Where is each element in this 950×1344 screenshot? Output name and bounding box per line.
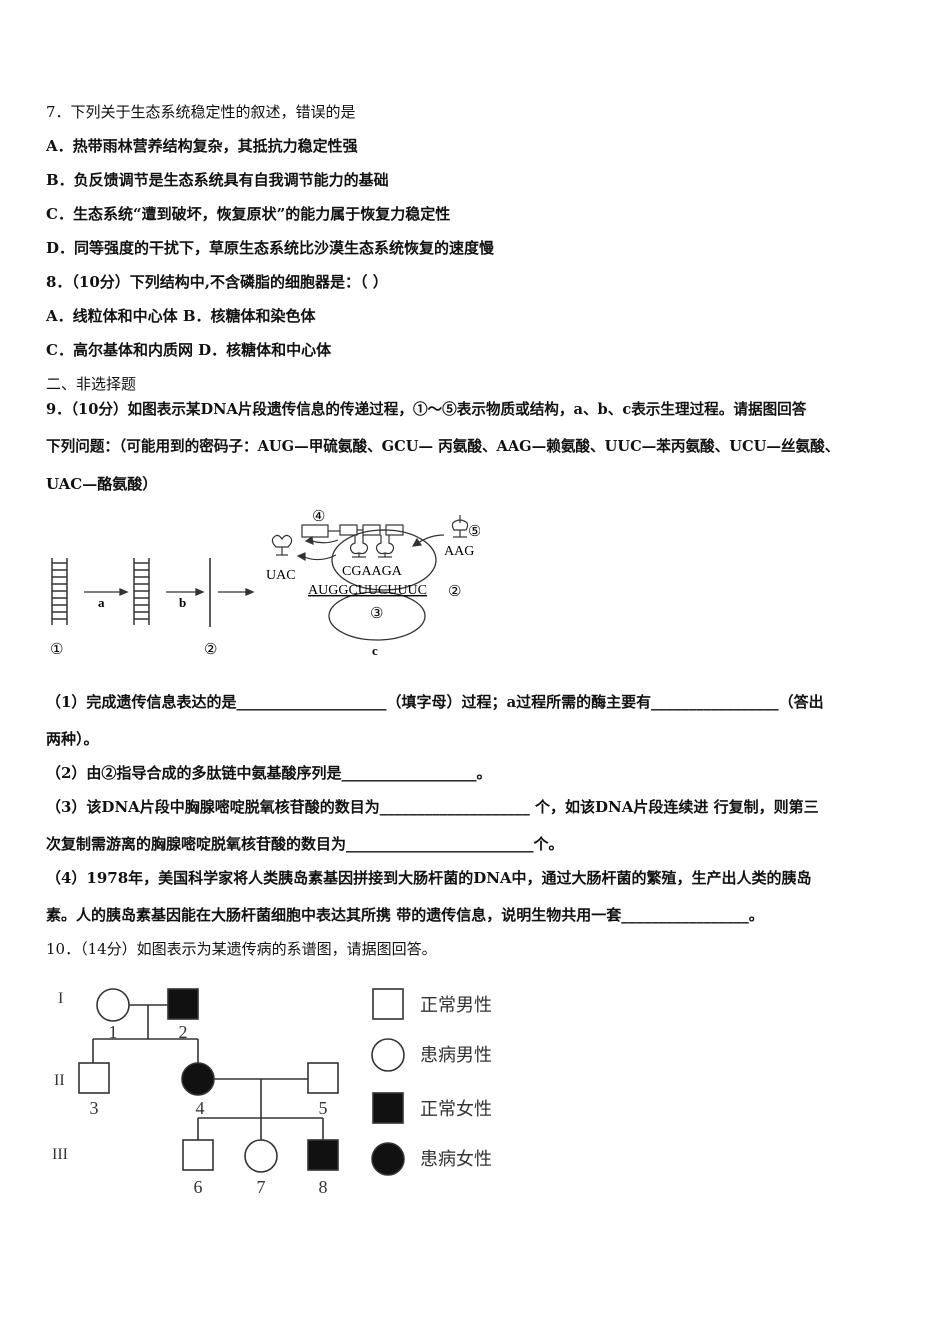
individual-2	[167, 988, 199, 1020]
generation-1-label: I	[58, 990, 63, 1007]
q9-stem-line3: UAC—酪氨酸）	[46, 475, 158, 493]
anticodon-left: UAC	[266, 568, 296, 583]
mrna-sequence: AUGGCUUCUUUC	[308, 583, 427, 598]
q9-sub3-line1: （3）该DNA片段中胸腺嘧啶脱氧核苷酸的数目为_________________…	[46, 798, 819, 816]
arrow-c	[218, 588, 255, 596]
num-2-right: ②	[448, 584, 461, 600]
ribosome-large-subunit	[331, 529, 437, 591]
id-5: 5	[319, 1098, 328, 1118]
trna-pair	[349, 535, 395, 558]
legend-label-affected-male: 患病男性	[420, 1045, 492, 1065]
legend	[371, 988, 405, 1176]
id-7: 7	[257, 1177, 266, 1197]
num-3: ③	[370, 606, 383, 622]
individual-1	[96, 988, 130, 1022]
legend-label-normal-male: 正常男性	[420, 995, 492, 1015]
legend-label-normal-female: 正常女性	[420, 1099, 492, 1119]
dna-transmission-diagram: a b ① ② ③ c ④ CGAAGA AUGGCUUCU	[50, 509, 480, 658]
arrow-peptide	[304, 535, 339, 545]
legend-symbol-normal-male	[372, 988, 404, 1020]
pedigree-chart: I II III 1 2 3 4 5 6 7 8	[52, 988, 492, 1197]
individual-5	[307, 1062, 339, 1094]
num-1: ①	[50, 642, 63, 658]
id-2: 2	[179, 1022, 188, 1042]
trna-left	[271, 534, 293, 556]
arrow-trna-in	[411, 534, 445, 547]
q10-stem: 10．（14分）如图表示为某遗传病的系谱图，请据图回答。	[46, 940, 437, 958]
polypeptide-box	[301, 524, 329, 538]
q7-option-d: D．同等强度的干扰下，草原生态系统比沙漠生态系统恢复的速度慢	[46, 239, 495, 257]
dna-ladder-1	[51, 558, 68, 625]
q9-stem-line2: 下列问题：（可能用到的密码子：AUG—甲硫氨酸、GCU— 丙氨酸、AAG—赖氨酸…	[46, 438, 840, 455]
id-4: 4	[196, 1098, 205, 1118]
id-6: 6	[194, 1177, 203, 1197]
id-8: 8	[319, 1177, 328, 1197]
arrow-b	[166, 588, 205, 596]
q9-sub1-line1: （1）完成遗传信息表达的是____________________（填字母）过程…	[46, 693, 824, 711]
q7-option-b: B．负反馈调节是生态系统具有自我调节能力的基础	[46, 171, 389, 189]
legend-symbol-affected-female	[371, 1142, 405, 1176]
id-1: 1	[109, 1022, 118, 1042]
ribosome-small-subunit	[328, 591, 426, 641]
label-c: c	[372, 643, 378, 658]
generation-3-label: III	[52, 1146, 68, 1163]
q9-sub4-line2: 素。人的胰岛素基因能在大肠杆菌细胞中表达其所携 带的遗传信息，说明生物共用一套_…	[46, 906, 764, 924]
individual-3	[78, 1062, 110, 1094]
q9-stem-line1: 9．（10分）如图表示某DNA片段遗传信息的传递过程，①～⑤表示物质或结构，a、…	[46, 401, 807, 418]
legend-symbol-normal-female	[372, 1092, 404, 1124]
q7-option-c: C．生态系统“遭到破坏，恢复原状”的能力属于恢复力稳定性	[46, 205, 451, 223]
individual-7	[244, 1139, 278, 1173]
q9-sub2: （2）由②指导合成的多肽链中氨基酸序列是__________________。	[46, 764, 492, 782]
arrow-trna-out	[296, 552, 337, 562]
q7-stem: 7．下列关于生态系统稳定性的叙述，错误的是	[46, 103, 356, 121]
q9-sub3-line2: 次复制需游离的胸腺嘧啶脱氧核苷酸的数目为____________________…	[46, 835, 564, 853]
individual-4	[181, 1062, 215, 1096]
num-5: ⑤	[468, 524, 480, 540]
individual-6	[182, 1139, 214, 1171]
label-a: a	[98, 595, 105, 610]
q8-option-cd: C．高尔基体和内质网 D．核糖体和中心体	[46, 341, 332, 359]
anticodon-mid: CGAAGA	[342, 564, 403, 579]
trna-right	[451, 515, 469, 538]
q7-option-a: A．热带雨林营养结构复杂，其抵抗力稳定性强	[46, 137, 358, 155]
legend-label-affected-female: 患病女性	[420, 1149, 492, 1169]
q9-sub1-line2: 两种）。	[46, 730, 99, 748]
num-2-left: ②	[204, 642, 217, 658]
q9-sub4-line1: （4）1978年，美国科学家将人类胰岛素基因拼接到大肠杆菌的DNA中，通过大肠杆…	[46, 869, 812, 887]
q8-stem: 8．（10分）下列结构中,不含磷脂的细胞器是：（ ）	[46, 273, 388, 291]
q8-option-ab: A．线粒体和中心体 B．核糖体和染色体	[46, 307, 316, 325]
num-4: ④	[312, 509, 325, 525]
legend-symbol-affected-male	[371, 1038, 405, 1072]
generation-2-label: II	[54, 1072, 65, 1089]
individual-8	[307, 1139, 339, 1171]
section-title: 二、非选择题	[46, 375, 137, 393]
dna-ladder-2	[133, 558, 150, 625]
anticodon-right: AAG	[444, 544, 474, 559]
id-3: 3	[90, 1098, 99, 1118]
arrow-a	[84, 588, 129, 596]
label-b: b	[179, 595, 186, 610]
